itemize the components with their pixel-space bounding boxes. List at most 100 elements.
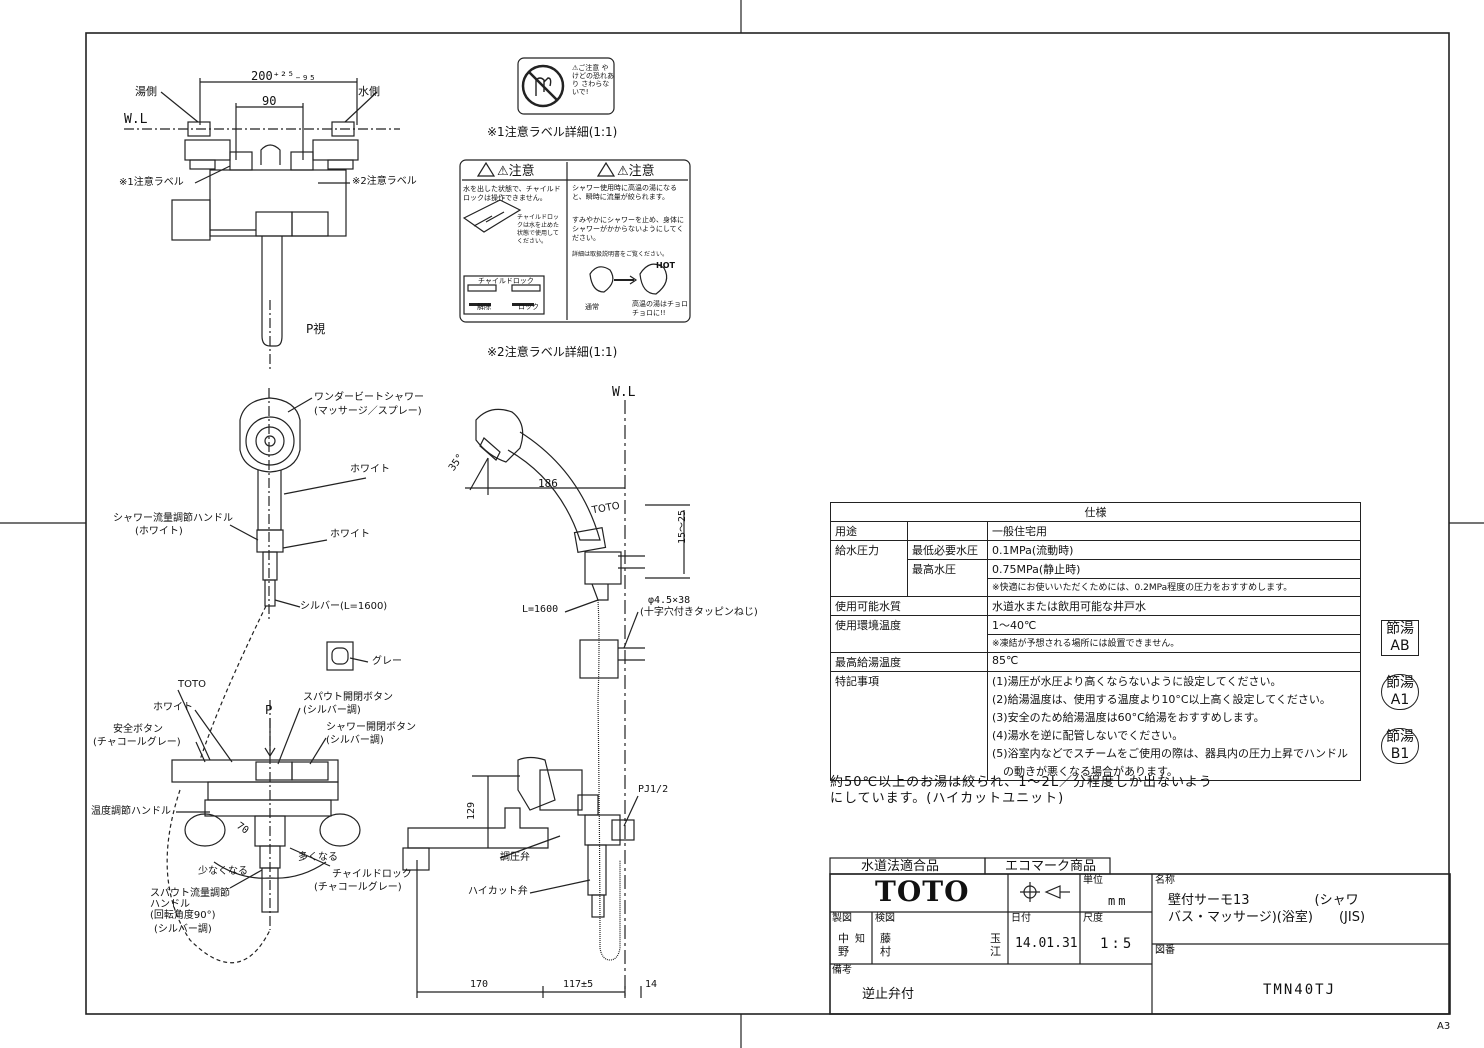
drawn-by: 中野 bbox=[838, 932, 849, 958]
side-water-line: W.L bbox=[612, 385, 636, 400]
label2-hot: HOT bbox=[656, 261, 675, 270]
label2-normal: 通常 bbox=[585, 303, 599, 311]
hot-side-label: 湯側 bbox=[135, 85, 157, 98]
spec-row-label: 使用環境温度 bbox=[830, 615, 988, 653]
label2-child-lock-label: チャイルドロック bbox=[478, 277, 534, 285]
spec-row-label: 最高給湯温度 bbox=[830, 652, 988, 672]
cold-side-label: 水側 bbox=[358, 85, 380, 98]
drawing-number-label: 図番 bbox=[1155, 945, 1175, 956]
child-lock-sub: (チャコールグレー) bbox=[314, 882, 402, 893]
brand-logo: TOTO bbox=[875, 875, 970, 908]
spec-row-value: 0.75MPa(静止時) bbox=[987, 559, 1361, 579]
unit-label: 単位 bbox=[1083, 875, 1103, 886]
spec-row-value: 1～40℃ bbox=[987, 615, 1361, 635]
label2-right-text1: シャワー使用時に高温の湯になると、瞬時に流量が絞られます。 bbox=[572, 184, 677, 201]
badge-line1: 節湯 bbox=[1386, 621, 1414, 637]
spec-row-sub bbox=[907, 521, 988, 541]
spec-row-label: 給水圧力 bbox=[830, 540, 908, 597]
label2-right-text2: すみやかにシャワーを止め、身体にシャワーがかからないようにしてください。 bbox=[572, 216, 684, 242]
drawing-number: TMN40TJ bbox=[1263, 982, 1337, 998]
badge-line1: 節湯 bbox=[1386, 675, 1414, 691]
spout-button-sub: (シルバー調) bbox=[303, 705, 361, 716]
white-label-1: ホワイト bbox=[350, 464, 390, 475]
gray-label: グレー bbox=[372, 656, 402, 667]
caution-label1-pointer: ※1注意ラベル bbox=[119, 177, 184, 188]
more-label: 多くなる bbox=[298, 852, 338, 863]
label1-detail-title: ※1注意ラベル詳細(1:1) bbox=[487, 125, 618, 139]
drawn-stamp: 知 bbox=[855, 934, 865, 945]
badge-line2: A1 bbox=[1390, 692, 1410, 708]
product-name-line2: バス・マッサージ)(浴室) (JIS) bbox=[1168, 910, 1366, 925]
name-label: 名称 bbox=[1155, 875, 1175, 886]
spec-row-value: 一般住宅用 bbox=[987, 521, 1361, 541]
dim-90: 90 bbox=[262, 94, 277, 108]
shower-head-name: ワンダービートシャワー bbox=[314, 392, 424, 403]
label2-caution-right: ⚠注意 bbox=[617, 164, 655, 179]
safety-button-label: 安全ボタン bbox=[113, 724, 163, 735]
spec-table: 仕様 用途 一般住宅用 給水圧力 最低必要水圧 0.1MPa(流動時) 最高水圧… bbox=[830, 502, 1361, 781]
spout-button-label: スパウト開閉ボタン bbox=[303, 692, 393, 703]
screw-type: (十字穴付きタッピンねじ) bbox=[640, 607, 758, 618]
shower-head-sub: (マッサージ／スプレー) bbox=[314, 406, 422, 417]
hose-length: L=1600 bbox=[522, 604, 559, 615]
pj-thread: PJ1/2 bbox=[638, 784, 669, 795]
safety-button-sub: (チャコールグレー) bbox=[93, 737, 181, 748]
flow-handle-label: シャワー流量調節ハンドル bbox=[113, 513, 233, 524]
spec-row-label: 特記事項 bbox=[830, 671, 988, 781]
sheet-size: A3 bbox=[1437, 1021, 1451, 1032]
flow-handle-sub: (ホワイト) bbox=[135, 526, 183, 537]
spec-row-value: 85℃ bbox=[987, 652, 1361, 672]
water-saving-badge-b1: 節湯 B1 bbox=[1381, 728, 1419, 764]
label1-warning-text: ⚠ご注意 やけどの恐れあり さわらないで! bbox=[572, 64, 614, 96]
p-view-label: P視 bbox=[306, 322, 326, 336]
spec-header: 仕様 bbox=[830, 502, 1361, 522]
less-label: 少なくなる bbox=[198, 866, 248, 877]
spec-row-value: ※快適にお使いいただくためには、0.2MPa程度の圧力をおすすめします。 bbox=[987, 578, 1361, 597]
label2-lock: ロック bbox=[518, 303, 539, 311]
shower-button-sub: (シルバー調) bbox=[326, 735, 384, 746]
label2-release: 解除 bbox=[477, 303, 491, 311]
spec-row-value: 水道水または飲用可能な井戸水 bbox=[987, 596, 1361, 616]
eco-mark-product: エコマーク商品 bbox=[1005, 859, 1097, 874]
spec-row-sub: 最低必要水圧 bbox=[907, 540, 988, 560]
spout-handle-line3: (回転角度90°) bbox=[150, 910, 216, 921]
checked-stamp: 玉江 bbox=[990, 932, 1001, 958]
spec-row-value: (3)安全のため給湯温度は60°C給湯をおすすめします。 bbox=[987, 708, 1361, 726]
checked-label: 検図 bbox=[875, 913, 895, 924]
badge-line1: 節湯 bbox=[1386, 729, 1414, 745]
remarks-label: 備考 bbox=[832, 965, 852, 976]
child-lock-label: チャイルドロック bbox=[332, 869, 412, 880]
spec-row-label: 用途 bbox=[830, 521, 908, 541]
front-white-label: ホワイト bbox=[153, 702, 193, 713]
remarks-value: 逆止弁付 bbox=[862, 987, 915, 1002]
note-line-1: 約50℃以上のお湯は絞られ、1～2L／分程度しか出ないよう bbox=[830, 775, 1213, 790]
screw-size: φ4.5×38 bbox=[648, 595, 691, 606]
date-label: 日付 bbox=[1011, 913, 1031, 924]
water-saving-badge-ab: 節湯 AB bbox=[1381, 620, 1419, 656]
dim-117: 117±5 bbox=[563, 979, 594, 990]
white-label-2: ホワイト bbox=[330, 529, 370, 540]
label2-left-text: 水を出した状態で、チャイルドロックは操作できません。 bbox=[463, 185, 561, 202]
date-value: 14.01.31 bbox=[1015, 936, 1078, 951]
spout-handle-line2: ハンドル bbox=[150, 899, 190, 910]
spec-row-value: 0.1MPa(流動時) bbox=[987, 540, 1361, 560]
spec-row-value: (2)給湯温度は、使用する温度より10°C以上高く設定してください。 bbox=[987, 690, 1361, 708]
checked-by: 藤村 bbox=[880, 932, 891, 958]
unit-value: mm bbox=[1108, 894, 1129, 908]
label2-detail-title: ※2注意ラベル詳細(1:1) bbox=[487, 345, 618, 359]
spec-row-value: の動きが悪くなる場合があります。 bbox=[987, 762, 1361, 781]
dim-200: 200⁺²⁵₋₉₅ bbox=[251, 69, 317, 83]
caution-label2-pointer: ※2注意ラベル bbox=[352, 176, 417, 187]
shower-button-label: シャワー開閉ボタン bbox=[326, 722, 416, 733]
water-saving-badge-a1: 節湯 A1 bbox=[1381, 674, 1419, 710]
scale-value: 1:5 bbox=[1100, 936, 1135, 952]
dim-14: 14 bbox=[645, 979, 658, 990]
dim-129: 129 bbox=[466, 801, 478, 821]
highcut-valve-label: ハイカット弁 bbox=[468, 886, 528, 897]
scale-label: 尺度 bbox=[1083, 913, 1103, 924]
spout-handle-line4: (シルバー調) bbox=[154, 924, 212, 935]
front-toto-label: TOTO bbox=[178, 679, 206, 690]
label2-right-text3: 詳細は取扱説明書をご覧ください。 bbox=[572, 251, 669, 258]
spec-row-sub: 最高水圧 bbox=[907, 559, 988, 597]
